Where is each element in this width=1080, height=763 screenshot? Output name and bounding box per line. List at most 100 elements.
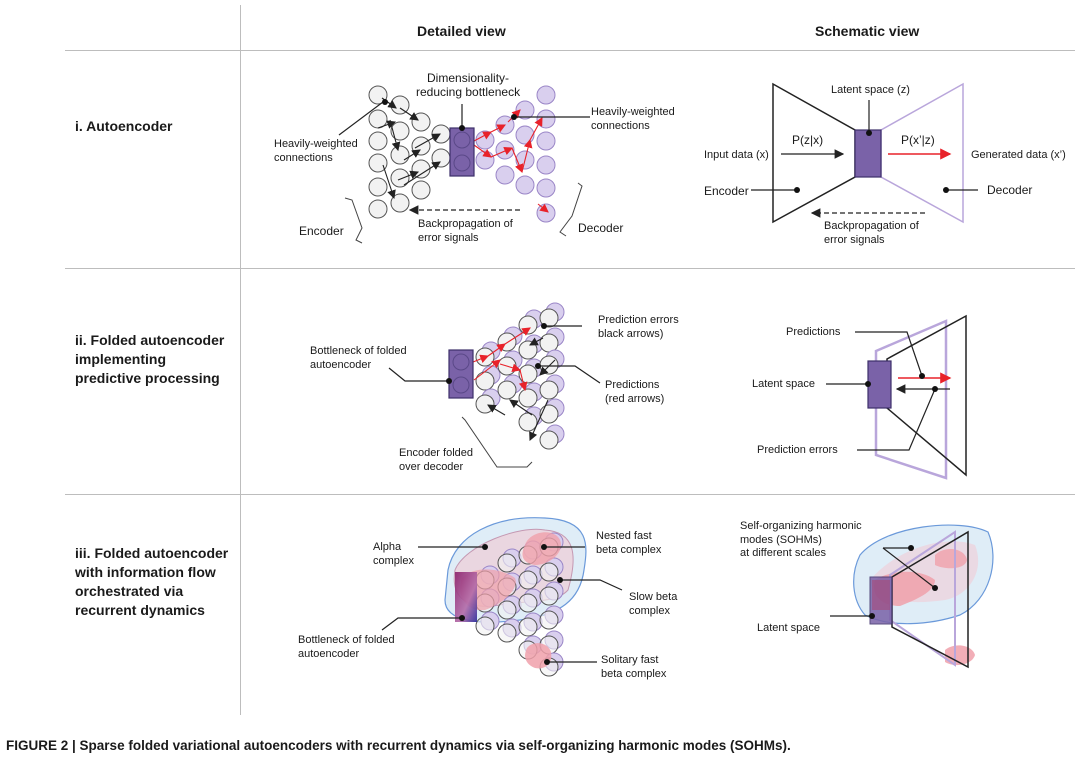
encoder-neuron (518, 412, 538, 432)
encoder-neuron (518, 388, 538, 408)
encoder-neuron (411, 159, 431, 179)
encoder-connection (397, 170, 420, 181)
prediction-arrow (504, 327, 531, 345)
label-input-data: Input data (x) (704, 149, 769, 161)
label-bottleneck: Dimensionality-reducing bottleneck (416, 71, 521, 99)
row-label-autoencoder: i. Autoencoder (75, 118, 173, 134)
decoder-neuron (536, 85, 556, 105)
encoder-neuron (390, 95, 410, 115)
encoder-neuron (497, 380, 517, 400)
encoder-neuron (390, 168, 410, 188)
decoder-neuron (495, 140, 515, 160)
decoder-neuron (475, 130, 495, 150)
encoder-neuron (497, 553, 517, 573)
decoder-neuron (536, 203, 556, 223)
encoder-neuron (518, 570, 538, 590)
encoder-connection (403, 161, 441, 186)
encoder-connection (399, 107, 419, 121)
encoder-neuron (390, 121, 410, 141)
encoder-connection (414, 133, 441, 149)
decoder-connection (537, 203, 549, 213)
decoder-neuron (495, 165, 515, 185)
prediction-arrow (473, 359, 501, 381)
prediction-error-arrow (487, 404, 506, 416)
encoder-neuron (518, 340, 538, 360)
decoder-connection (473, 131, 492, 142)
label-schematic-latent-space: Latent space (752, 378, 815, 390)
label-pzx: P(z|x) (792, 133, 824, 147)
prediction-arrow (487, 343, 506, 357)
label-schematic-encoder: Encoder (704, 184, 749, 198)
schematic-folded-latent (867, 360, 892, 409)
encoder-neuron (539, 333, 559, 353)
encoder-neuron (518, 315, 538, 335)
schematic-decoder-trapezoid (880, 82, 964, 224)
encoder-neuron (497, 623, 517, 643)
prediction-arrow (518, 369, 528, 392)
encoder-neuron (368, 131, 388, 151)
encoder-neuron (368, 199, 388, 219)
decoder-neuron (515, 175, 535, 195)
label-encoder: Encoder (299, 224, 344, 238)
column-divider (240, 5, 241, 715)
prediction-error-arrow (529, 399, 549, 442)
caption-prefix: FIGURE 2 | (6, 738, 80, 753)
encoder-neuron (518, 593, 538, 613)
decoder-connection (529, 117, 543, 141)
decoder-connection (490, 146, 514, 158)
encoder-neuron (411, 112, 431, 132)
prediction-arrow (499, 363, 522, 373)
encoder-neuron (390, 145, 410, 165)
label-pxz: P(x’|z) (901, 133, 935, 147)
prediction-error-arrow (539, 359, 556, 376)
decoder-neuron (536, 155, 556, 175)
label-schematic-prediction-errors: Prediction errors (757, 444, 838, 456)
encoder-neuron (411, 136, 431, 156)
decoder-connection (490, 124, 506, 133)
label-schematic-predictions: Predictions (786, 326, 841, 338)
decoder-connection (473, 144, 492, 158)
schematic-folded-decoder (874, 319, 948, 480)
folded-autoencoder-detailed-diagram (472, 302, 565, 450)
autoencoder-bottleneck (449, 127, 475, 177)
header-schematic-view: Schematic view (815, 23, 920, 39)
encoder-neuron (539, 308, 559, 328)
row-divider (65, 50, 1075, 51)
row-divider (65, 268, 1075, 269)
folded-bottleneck (448, 349, 474, 399)
prediction-error-arrow (529, 337, 544, 346)
encoder-neuron (539, 586, 559, 606)
decoder-neuron (536, 178, 556, 198)
encoder-neuron (411, 180, 431, 200)
decoder-connection (521, 138, 533, 173)
encoder-neuron (518, 364, 538, 384)
encoder-connection (377, 120, 397, 129)
decoder-neuron (515, 100, 535, 120)
encoder-neuron (431, 124, 451, 144)
encoder-neuron (539, 562, 559, 582)
decoder-neuron (536, 109, 556, 129)
decoder-connection (511, 147, 524, 174)
encoder-neuron (368, 85, 388, 105)
encoder-neuron (497, 600, 517, 620)
encoder-connection (403, 149, 421, 161)
encoder-neuron (539, 380, 559, 400)
decoder-neuron (536, 131, 556, 151)
decoder-neuron (515, 125, 535, 145)
prediction-error-arrow (509, 399, 533, 416)
label-recurrent-latent-space: Latent space (757, 622, 820, 634)
encoder-neuron (539, 430, 559, 450)
recurrent-bottleneck (455, 572, 477, 622)
schematic-latent-block (854, 129, 882, 178)
